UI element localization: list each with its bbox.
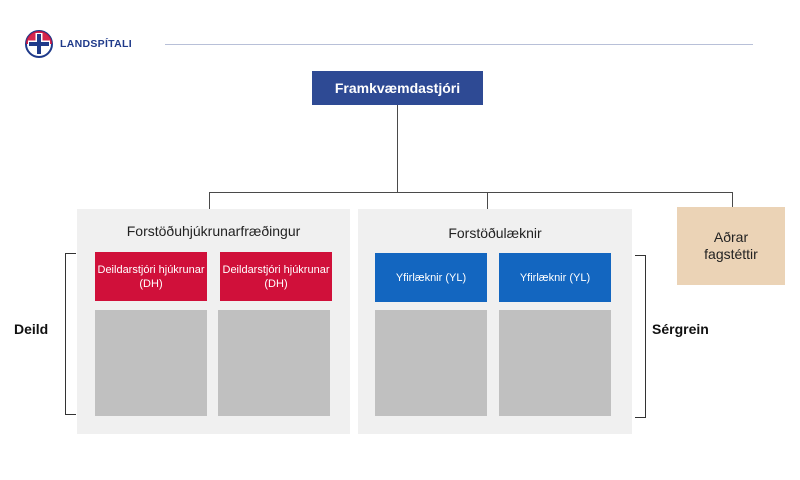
connector-horizontal: [209, 192, 733, 193]
logo: LANDSPÍTALI: [22, 30, 142, 58]
physician-panel-title: Forstöðulæknir: [448, 225, 542, 241]
specialty-label: Sérgrein: [652, 321, 709, 337]
physician-placeholder-2: [499, 310, 611, 416]
header-divider: [165, 44, 753, 45]
nursing-head-box-1: Deildarstjóri hjúkrunar (DH): [95, 252, 207, 301]
executive-director-box: Framkvæmdastjóri: [312, 71, 483, 105]
logo-text: LANDSPÍTALI: [60, 38, 132, 50]
chief-physician-box-2: Yfirlæknir (YL): [499, 253, 611, 302]
connector-drop-nursing: [209, 192, 210, 209]
chief-physician-box-1: Yfirlæknir (YL): [375, 253, 487, 302]
right-bracket: [635, 255, 646, 418]
connector-drop-physician: [487, 192, 488, 209]
nursing-panel-title: Forstöðuhjúkrunarfræðingur: [126, 223, 301, 239]
other-professions-label: Aðrar fagstéttir: [704, 229, 758, 262]
department-label: Deild: [14, 321, 49, 337]
nursing-placeholder-2: [218, 310, 330, 416]
landspitali-cross-icon: [25, 30, 53, 58]
left-bracket: [65, 253, 76, 415]
connector-drop-other: [732, 192, 733, 207]
nursing-placeholder-1: [95, 310, 207, 416]
physician-placeholder-1: [375, 310, 487, 416]
other-professions-box: Aðrar fagstéttir: [677, 207, 785, 285]
nursing-head-box-2: Deildarstjóri hjúkrunar (DH): [220, 252, 332, 301]
connector-vertical-main: [397, 105, 398, 192]
